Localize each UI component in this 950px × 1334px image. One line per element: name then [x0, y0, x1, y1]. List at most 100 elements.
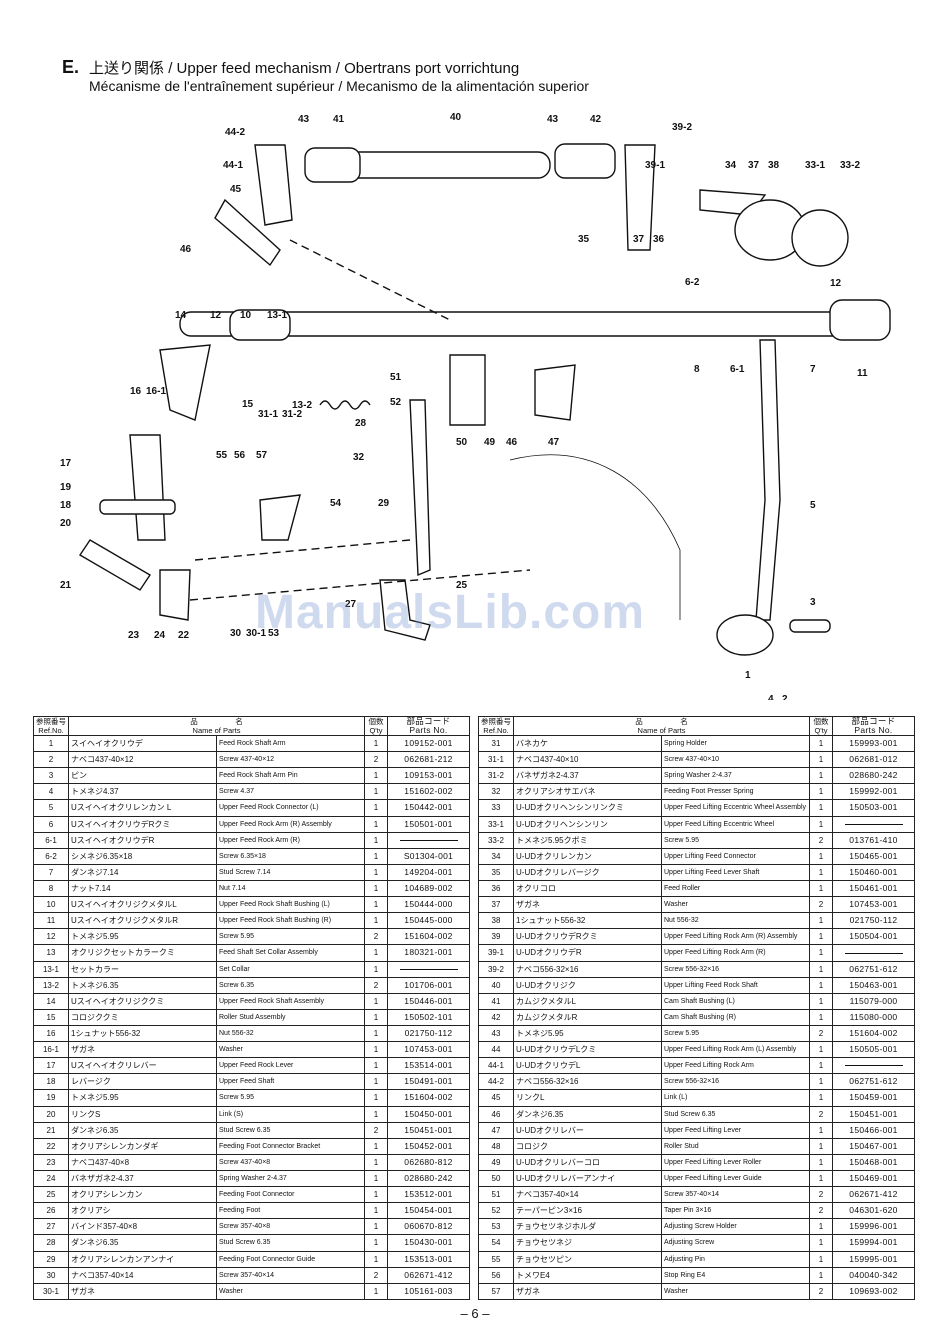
ref-cell: 14: [33, 992, 69, 1010]
no-part-number-line: [844, 823, 903, 825]
part-number-cell: 021750-112: [832, 912, 915, 930]
part-label: 4: [768, 694, 774, 700]
part-number-cell: 028680-242: [832, 767, 915, 785]
qty-cell: 1: [809, 799, 833, 817]
qty-cell: 1: [809, 944, 833, 962]
name-jp-cell: スイヘイオクリウデ: [68, 734, 217, 753]
part-number-cell: 150463-001: [832, 976, 915, 994]
name-jp-cell: リンクS: [68, 1105, 217, 1123]
qty-cell: 1: [364, 896, 388, 914]
part-label: 57: [256, 450, 268, 461]
part-number-cell: 115079-000: [832, 992, 915, 1010]
ref-cell: 57: [478, 1282, 514, 1301]
qty-cell: 1: [364, 1218, 388, 1236]
ref-cell: 42: [478, 1008, 514, 1026]
name-en-cell: Nut 7.14: [216, 879, 365, 898]
name-jp-cell: ナベコ556-32×16: [513, 960, 662, 978]
name-jp-cell: オクリアシオサエバネ: [513, 783, 662, 801]
part-label: 25: [456, 580, 468, 591]
part-label: 33-1: [805, 160, 825, 171]
part-label: 30: [230, 628, 242, 639]
ref-cell: 56: [478, 1266, 514, 1284]
part-number-cell: 028680-242: [387, 1169, 470, 1188]
name-jp-cell: U-UDオクリウデR: [513, 944, 662, 962]
name-jp-cell: U-UDオクリウデRクミ: [513, 928, 662, 946]
name-en-cell: Stud Screw 6.35: [216, 1121, 365, 1139]
name-en-cell: Taper Pin 3×16: [661, 1202, 810, 1220]
ref-cell: 28: [33, 1234, 69, 1252]
shaft-18: [99, 499, 176, 515]
part-label: 53: [268, 628, 280, 639]
name-jp-cell: U-UDオクリヘンシンリンクミ: [513, 799, 662, 817]
qty-cell: 1: [364, 1008, 388, 1026]
part-number-cell: 151604-002: [387, 928, 470, 946]
qty-cell: 1: [809, 1089, 833, 1107]
part-label: 2: [782, 694, 788, 700]
part-label: 51: [390, 372, 402, 383]
no-part-number-line: [844, 952, 903, 954]
part-number-cell: 062751-612: [832, 1073, 915, 1091]
name-en-cell: Upper Feed Rock Connector (L): [216, 799, 365, 817]
ref-cell: 8: [33, 879, 69, 898]
part-number-cell: 150451-001: [387, 1121, 470, 1139]
name-jp-cell: ダンネジ6.35: [68, 1121, 217, 1139]
ref-cell: 36: [478, 879, 514, 898]
name-jp-cell: チョウセツピン: [513, 1250, 662, 1268]
guide-50: [449, 354, 486, 426]
ref-cell: 43: [478, 1024, 514, 1043]
part-label: 40: [450, 112, 462, 123]
name-jp-cell: U-UDオクリレバーコロ: [513, 1153, 662, 1171]
qty-cell: 1: [364, 1137, 388, 1155]
name-en-cell: Adjusting Screw Holder: [661, 1218, 810, 1236]
ref-cell: 20: [33, 1105, 69, 1123]
name-en-cell: Upper Feed Lifting Lever Guide: [661, 1169, 810, 1188]
name-jp-cell: ナット7.14: [68, 879, 217, 898]
part-number-cell: 107453-001: [387, 1041, 470, 1059]
ref-cell: 39: [478, 928, 514, 946]
part-number-cell: 109153-001: [387, 767, 470, 785]
part-number-cell: 150442-001: [387, 799, 470, 817]
qty-cell: 1: [809, 1218, 833, 1236]
qty-cell: 1: [809, 1041, 833, 1059]
holder-53: [259, 494, 301, 541]
qty-cell: 1: [364, 960, 388, 978]
qty-cell: 1: [364, 847, 388, 865]
name-en-cell: Upper Feed Lifting Eccentric Wheel Assem…: [661, 799, 810, 817]
name-en-cell: Washer: [216, 1282, 365, 1301]
ref-cell: 1: [33, 734, 69, 753]
arm-44: [254, 144, 293, 226]
ref-cell: 39-2: [478, 960, 514, 978]
ref-cell: 30-1: [33, 1282, 69, 1301]
ref-cell: 31: [478, 734, 514, 753]
name-en-cell: Upper Feed Lifting Rock Arm (L) Assembly: [661, 1041, 810, 1059]
part-label: 55: [216, 450, 228, 461]
name-jp-cell: ナベコ437-40×10: [513, 751, 662, 769]
qty-cell: 1: [364, 1153, 388, 1171]
qty-cell: 1: [364, 1234, 388, 1252]
part-label: 13-2: [292, 400, 312, 411]
part-label: 44-1: [223, 160, 243, 171]
part-number-cell: [832, 1057, 915, 1075]
part-number-cell: 062671-412: [832, 1186, 915, 1204]
name-jp-cell: バネカケ: [513, 734, 662, 753]
part-label: 54: [330, 498, 342, 509]
name-en-cell: Upper Feed Rock Arm (R) Assembly: [216, 815, 365, 833]
name-jp-cell: トメネジ5.95クボミ: [513, 831, 662, 849]
name-jp-cell: コロジク: [513, 1137, 662, 1155]
qty-cell: 1: [364, 783, 388, 801]
name-en-cell: Roller Stud Assembly: [216, 1008, 365, 1026]
